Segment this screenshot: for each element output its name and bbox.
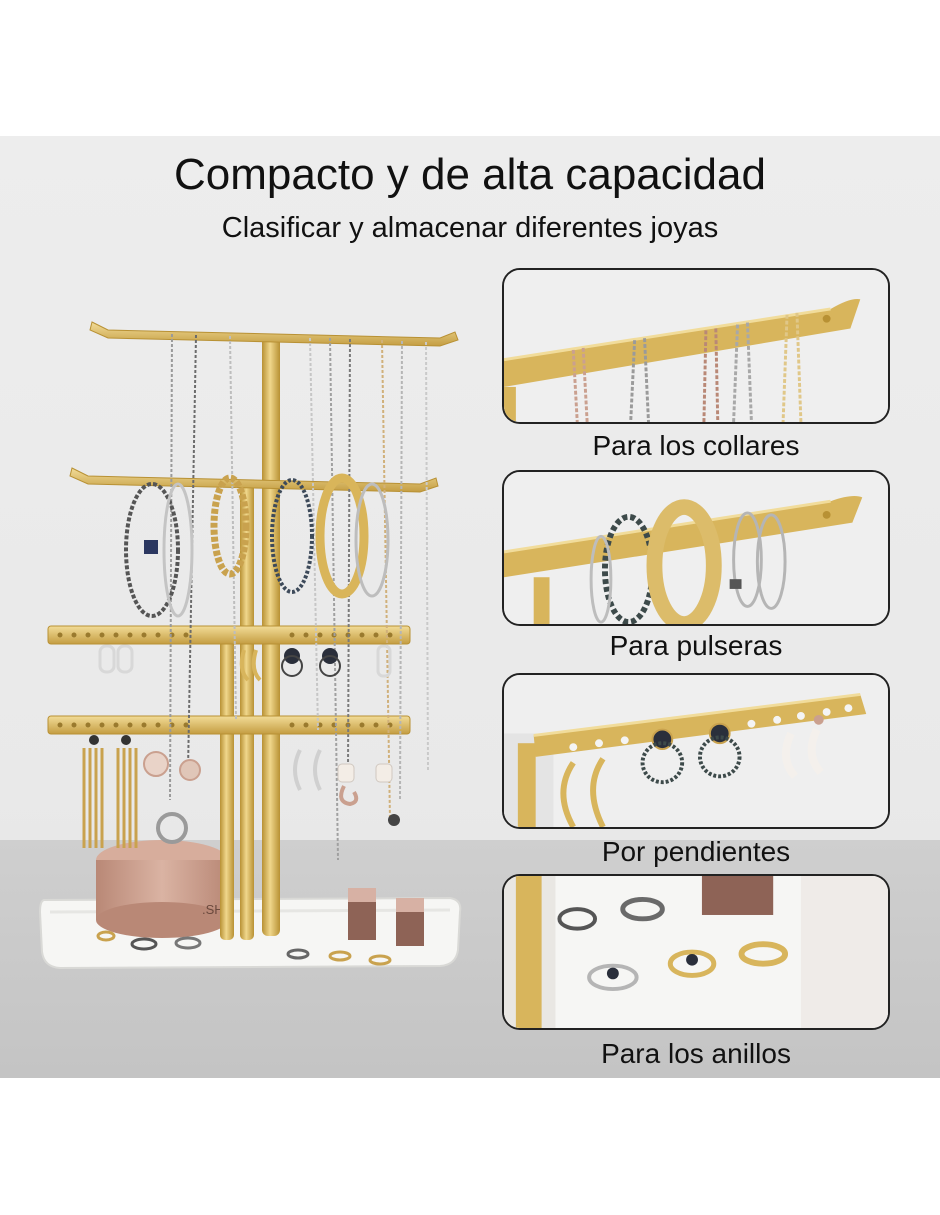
necklaces — [169, 333, 429, 861]
bracelet-closeup-image — [504, 472, 888, 624]
page-title: Compacto y de alta capacidad — [174, 150, 766, 199]
earring-closeup-panel — [502, 673, 890, 829]
earring-bar-upper — [47, 625, 411, 645]
earring-bar-lower — [47, 715, 411, 735]
earrings — [82, 644, 393, 848]
bracelet-dark — [124, 482, 180, 618]
necklace-bar-top — [89, 321, 459, 347]
bracelet-gold-chain — [210, 474, 250, 578]
lipstick — [348, 900, 376, 940]
necklace-caption: Para los collares — [592, 430, 800, 461]
bracelet-bar — [69, 467, 439, 493]
jewelry-stand-photo: .SH — [30, 300, 490, 970]
bracelet-closeup-panel — [502, 470, 890, 626]
pendant — [388, 814, 400, 826]
ring-closeup-panel — [502, 874, 890, 1030]
necklace-closeup-panel — [502, 268, 890, 424]
page-subtitle: Clasificar y almacenar diferentes joyas — [221, 212, 719, 244]
ring-closeup-image — [504, 876, 888, 1028]
necklace-closeup-image — [504, 270, 888, 422]
jewelry-stand-illustration: .SH — [38, 321, 462, 970]
box-label: .SH — [202, 902, 224, 917]
rings-on-tray — [96, 930, 392, 966]
bracelet-gold-bangle — [315, 473, 369, 599]
earring-closeup-image — [504, 675, 888, 827]
earring-caption: Por pendientes — [601, 836, 791, 867]
ring-caption: Para los anillos — [601, 1038, 791, 1069]
bracelet-caption: Para pulseras — [609, 630, 783, 661]
pendant-ring — [156, 812, 188, 844]
